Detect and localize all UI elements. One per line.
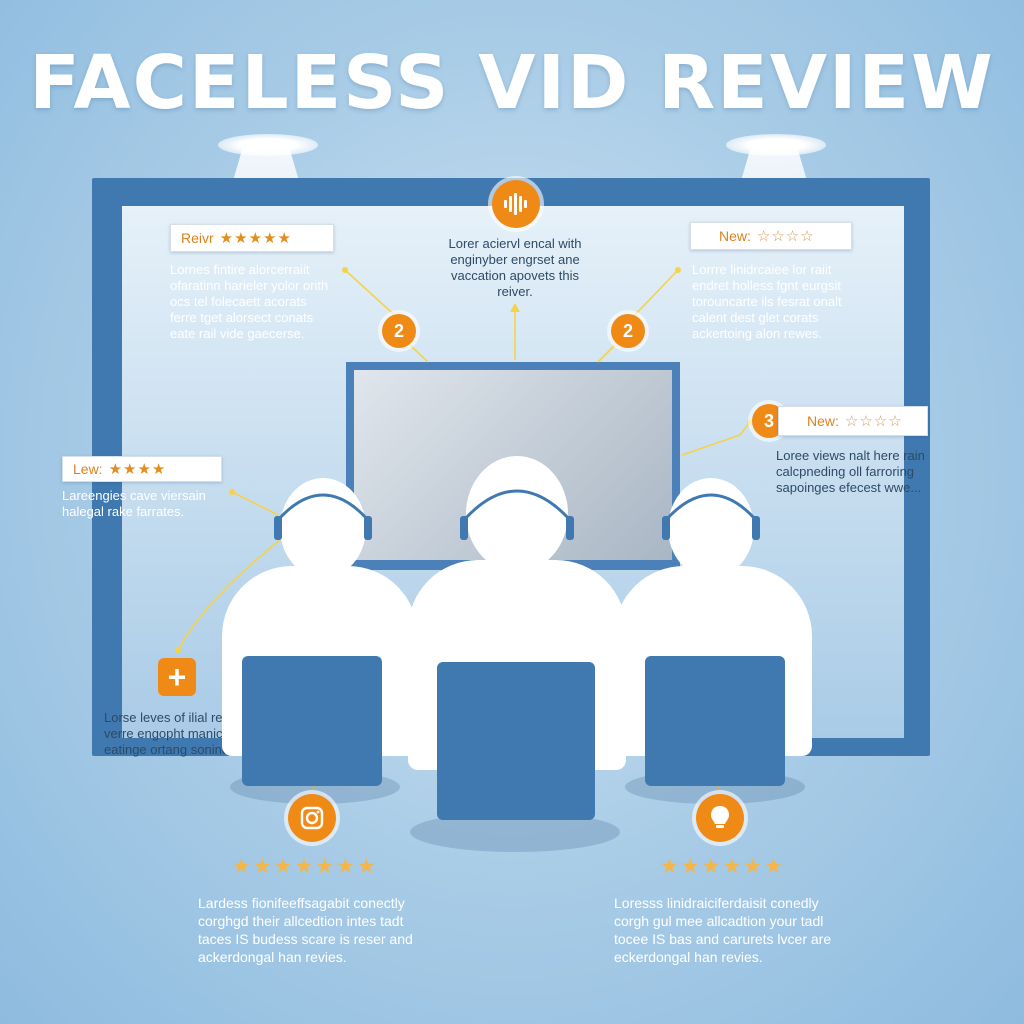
lightbulb-icon bbox=[696, 794, 744, 842]
spotlight-left-icon bbox=[218, 134, 318, 156]
sound-wave-icon bbox=[492, 180, 540, 228]
camera-icon bbox=[288, 794, 336, 842]
review-box-mid-right: New: ☆☆☆☆ bbox=[778, 406, 928, 436]
plus-icon: + bbox=[158, 658, 196, 696]
review-box-mid-left: Lew: ★★★★ bbox=[62, 456, 222, 482]
star-rating: ★★★★ bbox=[108, 461, 167, 478]
laptop-center bbox=[437, 662, 595, 820]
review-box-top-left: Reivr ★★★★★ bbox=[170, 224, 334, 252]
review-label: Reivr bbox=[181, 230, 214, 246]
laptop-right bbox=[645, 656, 785, 786]
review-label: Lew: bbox=[73, 461, 103, 477]
star-rating-bottom-right: ★★★★★★ bbox=[660, 855, 785, 878]
step-badge-left: 2 bbox=[382, 314, 416, 348]
spotlight-right-icon bbox=[726, 134, 826, 156]
star-rating: ☆☆☆☆ bbox=[844, 413, 903, 430]
step-badge-right: 2 bbox=[611, 314, 645, 348]
star-rating-bottom-left: ★★★★★★★ bbox=[232, 855, 378, 878]
page-title: FACELESS VID REVIEW bbox=[29, 40, 995, 126]
star-rating: ★★★★★ bbox=[219, 230, 292, 247]
review-label: New: bbox=[719, 228, 751, 244]
star-rating: ☆☆☆☆ bbox=[756, 228, 815, 245]
viewer-head-left bbox=[280, 478, 366, 578]
laptop-left bbox=[242, 656, 382, 786]
viewer-head-center bbox=[466, 456, 568, 572]
review-box-top-right: New: ☆☆☆☆ bbox=[690, 222, 852, 250]
review-label: New: bbox=[807, 413, 839, 429]
viewer-head-right bbox=[668, 478, 754, 578]
